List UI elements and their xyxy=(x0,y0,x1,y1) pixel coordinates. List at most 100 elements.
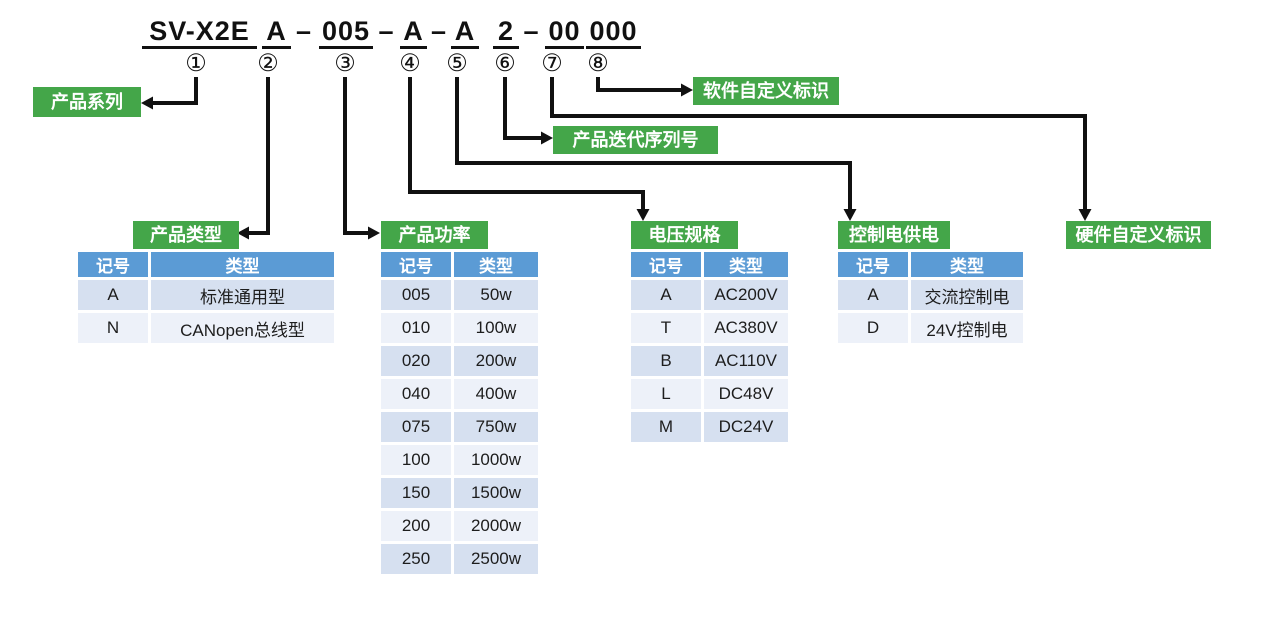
connector-product-power xyxy=(343,77,380,240)
marker-5-icon: ⑤ xyxy=(446,50,468,77)
table-cell: DC24V xyxy=(704,412,788,442)
table-cell: AC110V xyxy=(704,346,788,376)
column-header: 类型 xyxy=(454,252,538,277)
marker-4-icon: ④ xyxy=(399,50,421,77)
model-segment-control-power: A xyxy=(451,16,479,49)
label-product-power: 产品功率 xyxy=(381,221,488,249)
table-cell: 交流控制电 xyxy=(911,280,1023,310)
table-cell: DC48V xyxy=(704,379,788,409)
table-cell: 150 xyxy=(381,478,451,508)
table-cell: 005 xyxy=(381,280,451,310)
marker-1-icon: ① xyxy=(185,50,207,77)
marker-2-icon: ② xyxy=(257,50,279,77)
table-cell: A xyxy=(838,280,908,310)
label-product-series: 产品系列 xyxy=(33,87,141,117)
table-cell: M xyxy=(631,412,701,442)
column-header: 类型 xyxy=(911,252,1023,277)
table-cell: 2000w xyxy=(454,511,538,541)
marker-8-icon: ⑧ xyxy=(587,50,609,77)
model-segment-power: 005 xyxy=(319,16,373,49)
column-header: 记号 xyxy=(78,252,148,277)
model-segment-series: SV-X2E xyxy=(142,16,257,49)
column-header: 记号 xyxy=(381,252,451,277)
table-cell: D xyxy=(838,313,908,343)
table-cell: B xyxy=(631,346,701,376)
table-cell: 040 xyxy=(381,379,451,409)
table-cell: 100w xyxy=(454,313,538,343)
connector-iteration-serial xyxy=(503,77,553,145)
connector-product-series xyxy=(141,77,198,110)
column-header: 记号 xyxy=(631,252,701,277)
table-cell: A xyxy=(631,280,701,310)
label-product-type: 产品类型 xyxy=(133,221,239,249)
label-software-custom-id: 软件自定义标识 xyxy=(693,77,839,105)
dash-separator: – xyxy=(430,16,448,46)
model-segment-voltage: A xyxy=(400,16,427,49)
table-cell: 010 xyxy=(381,313,451,343)
model-segment-iteration: 2 xyxy=(493,16,519,49)
marker-7-icon: ⑦ xyxy=(541,50,563,77)
connector-product-type xyxy=(237,77,270,240)
marker-6-icon: ⑥ xyxy=(494,50,516,77)
model-segment-type: A xyxy=(262,16,291,49)
table-cell: AC380V xyxy=(704,313,788,343)
table-cell: 200 xyxy=(381,511,451,541)
table-cell: L xyxy=(631,379,701,409)
connector-hardware-id xyxy=(550,77,1092,221)
table-cell: 020 xyxy=(381,346,451,376)
dash-separator: – xyxy=(523,16,540,46)
table-cell: 075 xyxy=(381,412,451,442)
label-control-power: 控制电供电 xyxy=(838,221,950,249)
table-cell: 24V控制电 xyxy=(911,313,1023,343)
column-header: 类型 xyxy=(151,252,334,277)
table-cell: 1000w xyxy=(454,445,538,475)
connector-control-power xyxy=(455,77,857,221)
label-iteration-serial: 产品迭代序列号 xyxy=(553,126,718,154)
table-cell: 2500w xyxy=(454,544,538,574)
table-cell: 200w xyxy=(454,346,538,376)
table-cell: AC200V xyxy=(704,280,788,310)
table-cell: 250 xyxy=(381,544,451,574)
table-cell: 750w xyxy=(454,412,538,442)
table-cell: N xyxy=(78,313,148,343)
table-cell: A xyxy=(78,280,148,310)
connector-software-id xyxy=(596,77,693,97)
table-cell: 400w xyxy=(454,379,538,409)
table-cell: 1500w xyxy=(454,478,538,508)
marker-3-icon: ③ xyxy=(334,50,356,77)
connector-voltage-spec xyxy=(408,77,650,221)
label-voltage-spec: 电压规格 xyxy=(631,221,738,249)
dash-separator: – xyxy=(378,16,395,46)
table-cell: T xyxy=(631,313,701,343)
label-hardware-custom-id: 硬件自定义标识 xyxy=(1066,221,1211,249)
table-cell: 100 xyxy=(381,445,451,475)
dash-separator: – xyxy=(295,16,313,46)
column-header: 记号 xyxy=(838,252,908,277)
model-segment-software-id: 00 xyxy=(545,16,584,49)
table-cell: 标准通用型 xyxy=(151,280,334,310)
